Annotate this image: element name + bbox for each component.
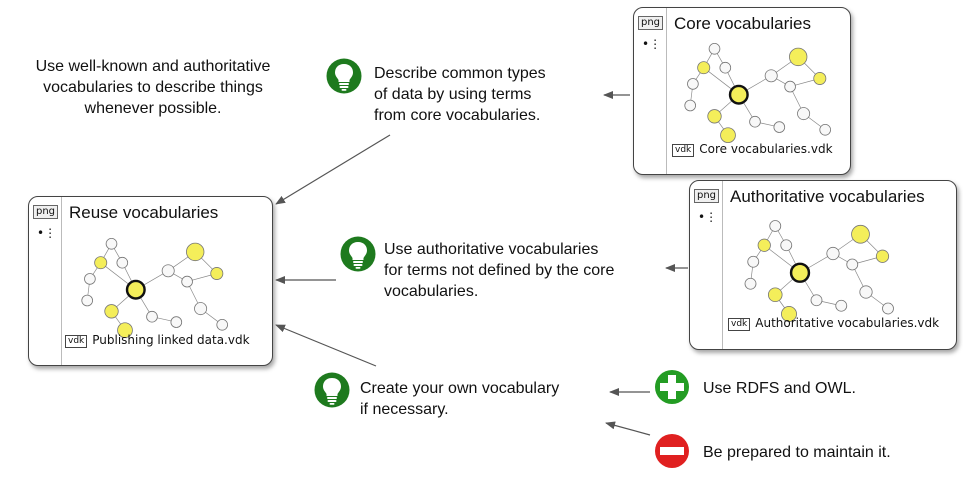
file-name: Publishing linked data.vdk <box>92 333 250 347</box>
file-name: Authoritative vocabularies.vdk <box>755 316 940 330</box>
vdk-tag: vdk <box>728 318 751 331</box>
tip-core-text: Describe common types of data by using t… <box>374 63 546 126</box>
arrow <box>275 134 391 205</box>
tip-line: of data by using terms <box>374 86 532 103</box>
png-tag[interactable]: png <box>694 189 720 203</box>
tip-authoritative-text: Use authoritative vocabularies for terms… <box>384 239 614 302</box>
vdk-tag: vdk <box>672 144 695 157</box>
tip-line: Describe common types <box>374 65 546 82</box>
tip-line: Use authoritative vocabularies <box>384 241 599 258</box>
card-title: Authoritative vocabularies <box>730 187 925 206</box>
tip-own-text: Create your own vocabulary if necessary. <box>360 378 559 420</box>
tip-line: from core vocabularies. <box>374 107 541 124</box>
card-title: Core vocabularies <box>674 14 812 33</box>
arrow <box>275 324 377 367</box>
tip-line: Create your own vocabulary <box>360 380 560 397</box>
authoritative-vocabularies-card[interactable]: png •⋮ Authoritative vocabularies vdk Aut… <box>689 180 957 350</box>
plus-icon <box>655 370 689 404</box>
card-title: Reuse vocabularies <box>69 203 219 222</box>
minus-note: Be prepared to maintain it. <box>703 444 891 461</box>
list-icon[interactable]: •⋮ <box>642 37 662 51</box>
core-vocabularies-card[interactable]: png •⋮ Core vocabularies vdk Core vocabul… <box>633 7 851 175</box>
arrow <box>605 421 651 436</box>
list-icon[interactable]: •⋮ <box>698 210 718 224</box>
file-link[interactable]: vdk Publishing linked data.vdk <box>65 333 250 348</box>
file-link[interactable]: vdk Core vocabularies.vdk <box>672 142 833 157</box>
file-name: Core vocabularies.vdk <box>699 142 833 156</box>
png-tag[interactable]: png <box>638 16 664 30</box>
intro-line: vocabularies to describe things <box>43 79 263 96</box>
card-gutter <box>634 8 667 174</box>
intro-line: whenever possible. <box>84 100 222 117</box>
tip-line: if necessary. <box>360 401 449 418</box>
no-entry-icon <box>655 434 689 468</box>
reuse-vocabularies-card[interactable]: png •⋮ Reuse vocabularies vdk Publishing … <box>28 196 273 366</box>
plus-note: Use RDFS and OWL. <box>703 380 856 397</box>
intro-line: Use well-known and authoritative <box>35 58 271 75</box>
tip-line: for terms not defined by the core <box>384 262 615 279</box>
tip-line: vocabularies. <box>384 283 479 300</box>
intro-text: Use well-known and authoritative vocabul… <box>8 56 298 119</box>
png-tag[interactable]: png <box>33 205 59 219</box>
card-gutter <box>690 181 723 349</box>
file-link[interactable]: vdk Authoritative vocabularies.vdk <box>728 316 939 331</box>
card-gutter <box>29 197 62 365</box>
vdk-tag: vdk <box>65 335 88 348</box>
list-icon[interactable]: •⋮ <box>37 226 57 240</box>
